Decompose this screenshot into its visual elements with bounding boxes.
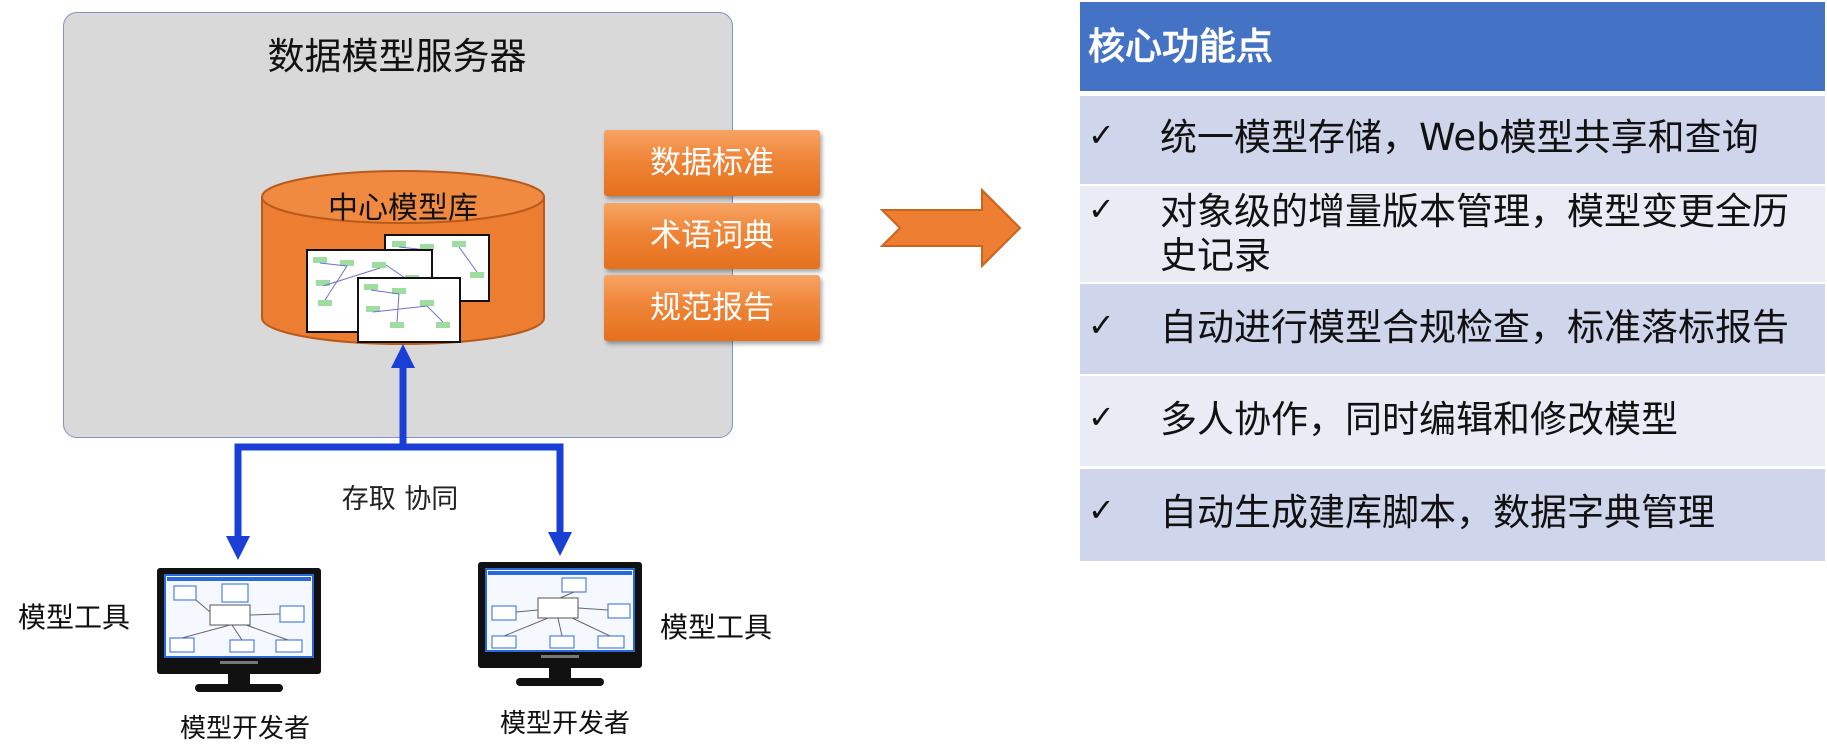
checkmark-icon: ✓	[1088, 116, 1115, 154]
server-title: 数据模型服务器	[267, 35, 527, 78]
feature-text: 统一模型存储，Web模型共享和查询	[1160, 116, 1759, 159]
features-panel-header: 核心功能点	[1080, 2, 1825, 91]
feature-item: ✓ 统一模型存储，Web模型共享和查询	[1080, 96, 1825, 184]
checkmark-icon: ✓	[1088, 306, 1115, 344]
feature-item: ✓ 对象级的增量版本管理，模型变更全历史记录	[1080, 186, 1825, 282]
feature-item: ✓ 多人协作，同时编辑和修改模型	[1080, 376, 1825, 466]
compliance-report-button[interactable]: 规范报告	[604, 275, 820, 341]
data-standard-button[interactable]: 数据标准	[604, 130, 820, 196]
arrow-up-to-repository-icon	[391, 344, 415, 368]
modeling-tool-monitor-right-icon	[478, 562, 642, 686]
model-diagram-stack-icon	[306, 234, 490, 343]
arrow-down-right-client-icon	[548, 532, 572, 556]
central-repository-label: 中心模型库	[328, 191, 478, 226]
feature-text: 对象级的增量版本管理，模型变更全历史记录	[1160, 190, 1789, 277]
developer-label-left: 模型开发者	[179, 714, 310, 744]
access-collaboration-connector	[234, 366, 564, 543]
glossary-button[interactable]: 术语词典	[604, 203, 820, 269]
feature-text: 自动生成建库脚本，数据字典管理	[1160, 491, 1715, 534]
checkmark-icon: ✓	[1088, 398, 1115, 436]
checkmark-icon: ✓	[1088, 190, 1115, 228]
feature-item: ✓ 自动生成建库脚本，数据字典管理	[1080, 469, 1825, 561]
arrow-down-left-client-icon	[226, 536, 250, 560]
modeling-tool-monitor-left-icon	[157, 568, 321, 692]
feature-item: ✓ 自动进行模型合规检查，标准落标报告	[1080, 284, 1825, 374]
checkmark-icon: ✓	[1088, 491, 1115, 529]
connector-label: 存取 协同	[341, 484, 459, 515]
developer-label-right: 模型开发者	[499, 709, 630, 739]
diagram-graphics	[157, 170, 1022, 692]
feature-text: 自动进行模型合规检查，标准落标报告	[1160, 306, 1789, 349]
tool-label-left: 模型工具	[18, 601, 131, 634]
tool-label-right: 模型工具	[660, 611, 773, 644]
feature-text: 多人协作，同时编辑和修改模型	[1160, 398, 1678, 441]
flow-arrow-right-icon	[879, 187, 1022, 269]
